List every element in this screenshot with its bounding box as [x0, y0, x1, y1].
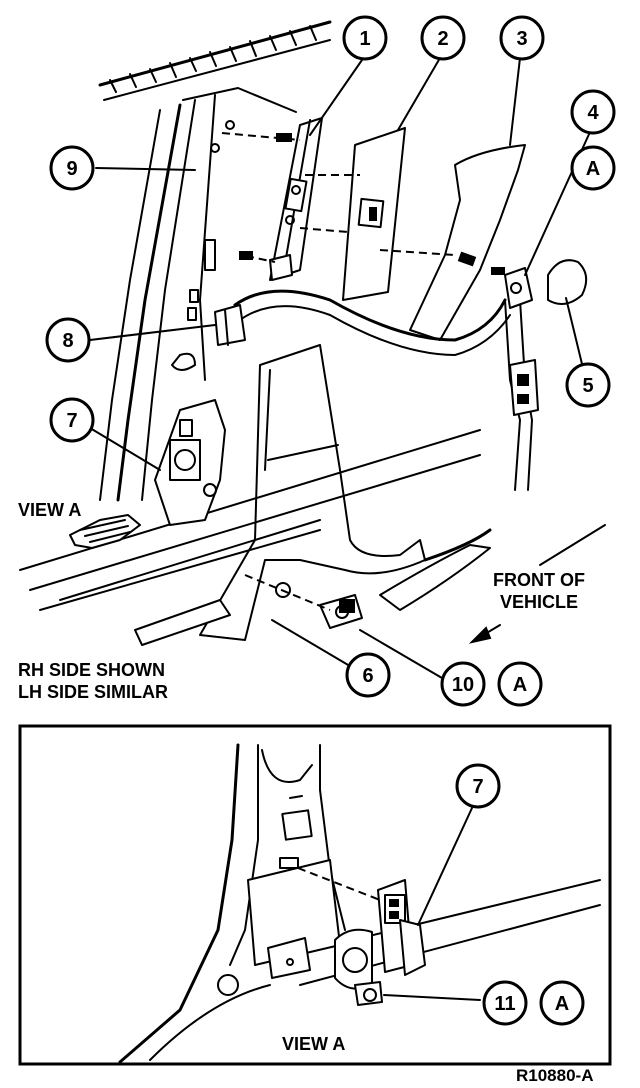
callout-1: 1 [342, 15, 388, 61]
callout-7-inset: 7 [455, 763, 501, 809]
trim-bezel [299, 127, 406, 301]
webbing-guide [214, 304, 246, 346]
callout-8: 8 [45, 317, 91, 363]
svg-text:3: 3 [516, 28, 527, 50]
sill-hole [275, 582, 291, 598]
view-a-inset-label: VIEW A [282, 1034, 345, 1054]
upper-pillar-trim [379, 144, 526, 341]
svg-text:8: 8 [62, 330, 73, 352]
svg-text:A: A [513, 674, 527, 696]
front-of-vehicle-line2: VEHICLE [500, 592, 578, 612]
callout-10: 10 [440, 661, 486, 707]
retractor-detail [334, 879, 426, 1006]
svg-text:6: 6 [362, 665, 373, 687]
callout-5: 5 [565, 362, 611, 408]
svg-text:A: A [555, 993, 569, 1015]
svg-text:7: 7 [472, 776, 483, 798]
upper-anchor-bolt [491, 267, 533, 309]
callout-11: 11 [482, 980, 528, 1026]
svg-text:2: 2 [437, 28, 448, 50]
lower-pillar-trim [134, 344, 426, 646]
side-note-line2: LH SIDE SIMILAR [18, 682, 168, 702]
front-of-vehicle-line1: FRONT OF [493, 570, 585, 590]
view-a-label: VIEW A [18, 500, 81, 520]
belt-tongue [509, 359, 539, 416]
lower-belt-sweep [379, 528, 492, 611]
front-direction-arrow [468, 524, 606, 644]
callout-a-2: A [497, 661, 543, 707]
figure-id: R10880-A [516, 1066, 594, 1085]
callout-2: 2 [420, 15, 466, 61]
lower-anchor-dash [244, 574, 331, 611]
side-note-line1: RH SIDE SHOWN [18, 660, 165, 680]
callout-6: 6 [345, 652, 391, 698]
height-adjuster-bracket [221, 117, 323, 281]
svg-text:4: 4 [587, 102, 599, 124]
svg-text:7: 7 [66, 410, 77, 432]
svg-text:9: 9 [66, 158, 77, 180]
callout-a-3: A [539, 980, 585, 1026]
callout-7: 7 [49, 397, 95, 443]
callout-a-1: A [570, 145, 616, 191]
lower-anchor-bolt [319, 594, 363, 629]
retractor-assembly [154, 352, 226, 526]
svg-text:1: 1 [359, 28, 370, 50]
anchor-cover [547, 259, 588, 305]
view-a-arrow [69, 514, 141, 549]
callout-9: 9 [49, 145, 95, 191]
roof-rail [98, 20, 332, 101]
main-exploded-view: 1 2 3 4 A 5 9 8 7 6 10 A VIEW A FRONT OF… [18, 15, 616, 707]
b-pillar [99, 87, 297, 502]
view-a-inset: 7 11 A VIEW A [18, 724, 612, 1066]
svg-text:A: A [586, 158, 600, 180]
svg-text:10: 10 [452, 674, 474, 696]
callout-3: 3 [499, 15, 545, 61]
svg-text:5: 5 [582, 375, 593, 397]
callout-4: 4 [570, 89, 616, 135]
svg-text:11: 11 [494, 993, 515, 1015]
